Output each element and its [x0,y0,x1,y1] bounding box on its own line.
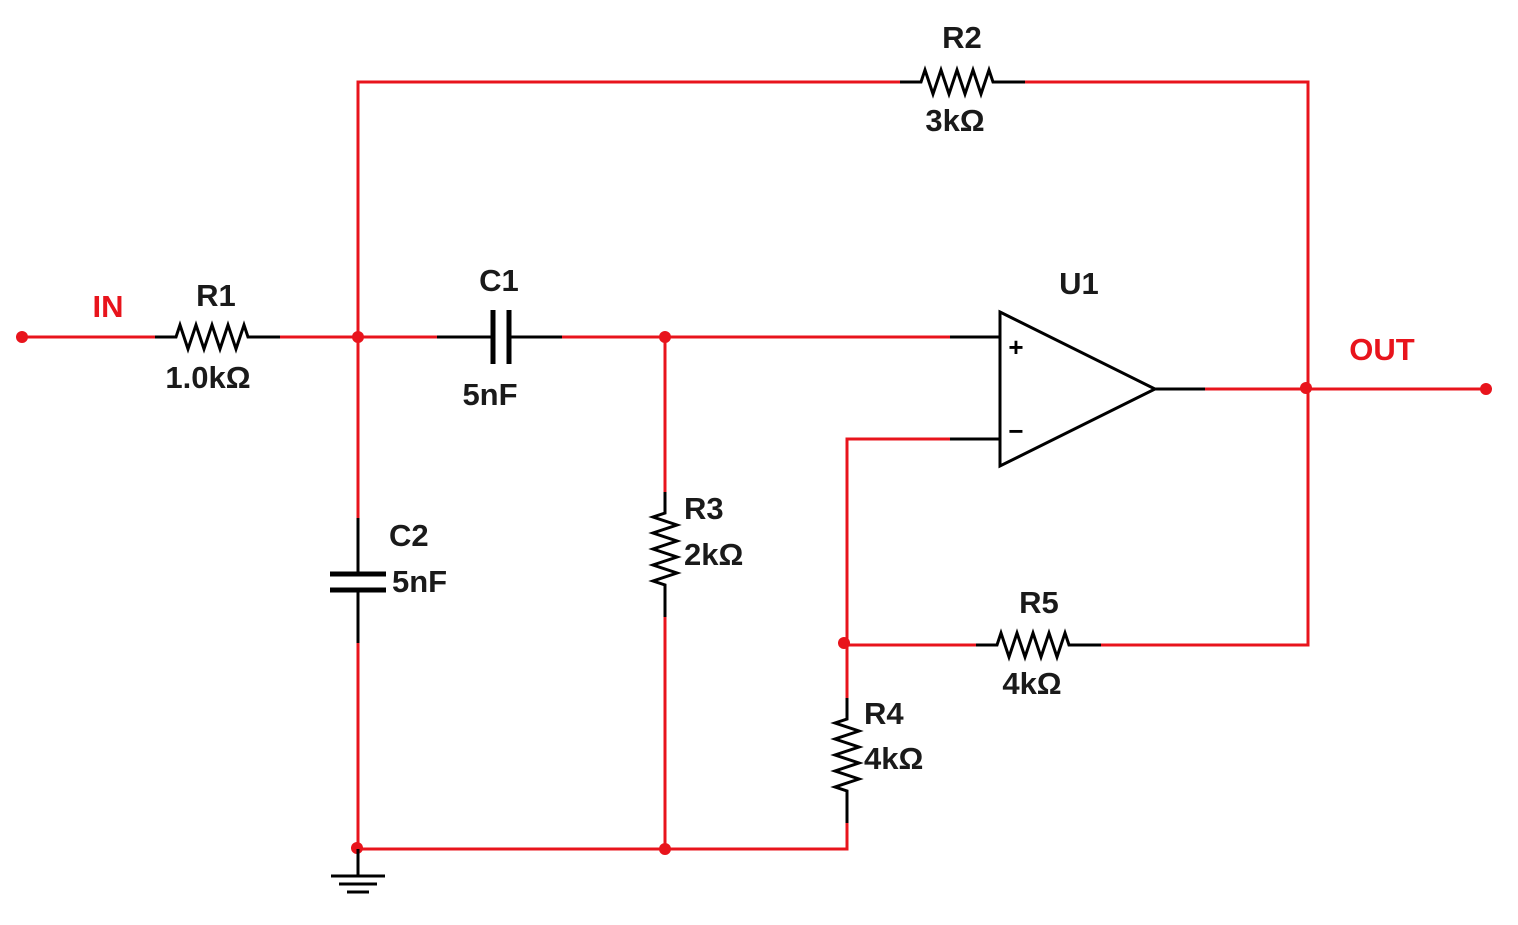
net-label-out: OUT [1349,332,1415,367]
u1-minus-sign: − [1008,416,1023,446]
junction-output [1300,382,1312,394]
resistor-r3[interactable]: R3 2kΩ [648,491,743,617]
resistor-r4-symbol [830,698,864,823]
r5-ref-label: R5 [1019,585,1059,620]
net-label-in: IN [93,289,124,324]
r3-value-label: 2kΩ [684,537,743,572]
c1-ref-label: C1 [479,263,519,298]
r4-value-label: 4kΩ [864,741,923,776]
terminal-in[interactable] [16,331,28,343]
capacitor-c2[interactable]: C2 5nF [330,518,447,643]
c2-value-label: 5nF [392,564,447,599]
r3-ref-label: R3 [684,491,724,526]
r5-value-label: 4kΩ [1002,666,1061,701]
ground-symbol [331,849,385,894]
c2-ref-label: C2 [389,518,429,553]
opamp-u1[interactable]: + − U1 [950,266,1205,469]
junction-ground-left [351,842,363,854]
junction-node-b [659,331,671,343]
resistor-r2-symbol [900,65,1025,99]
terminal-out[interactable] [1480,383,1492,395]
opamp-triangle [998,309,1159,469]
wires [20,80,1488,851]
junction-ground-mid [659,843,671,855]
r2-value-label: 3kΩ [925,103,984,138]
r1-ref-label: R1 [196,278,236,313]
resistor-r5-symbol [976,628,1101,662]
c1-value-label: 5nF [462,377,517,412]
r1-value-label: 1.0kΩ [165,360,250,395]
resistor-r5[interactable]: R5 4kΩ [976,585,1101,701]
r4-ref-label: R4 [864,696,904,731]
u1-plus-sign: + [1008,332,1023,362]
capacitor-c1[interactable]: C1 5nF [437,263,562,412]
resistor-r1-symbol [155,320,280,354]
resistor-r4[interactable]: R4 4kΩ [830,696,923,823]
junction-node-a [352,331,364,343]
u1-ref-label: U1 [1059,266,1099,301]
junctions [16,331,1492,855]
r2-ref-label: R2 [942,20,982,55]
resistor-r2[interactable]: R2 3kΩ [900,20,1025,138]
junction-node-c [838,637,850,649]
resistor-r1[interactable]: R1 1.0kΩ [155,278,280,395]
resistor-r3-symbol [648,492,682,617]
